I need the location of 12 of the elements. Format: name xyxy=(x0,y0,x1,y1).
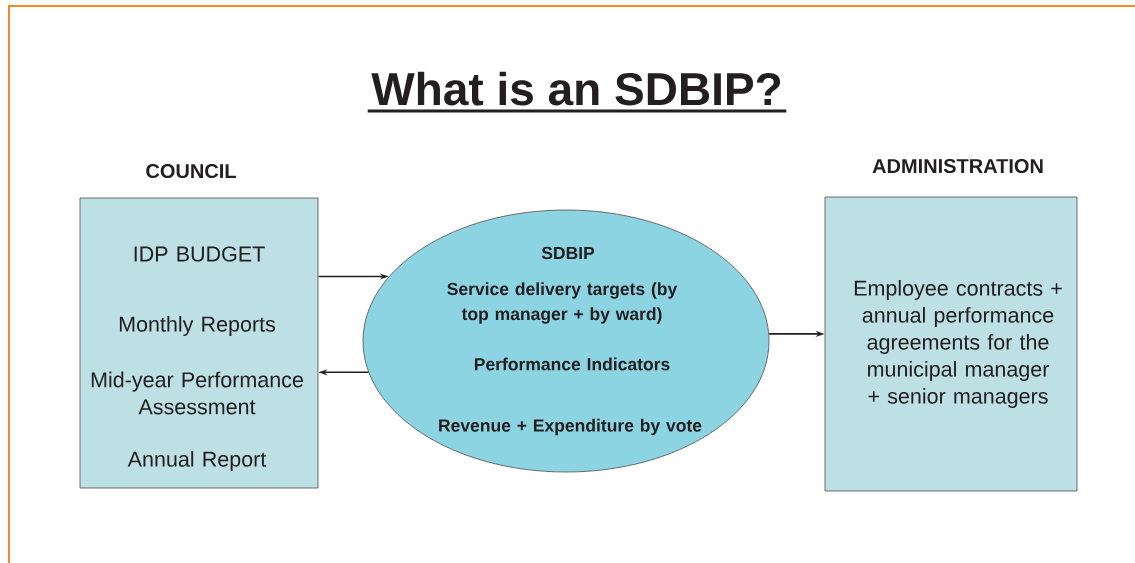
box-text: Monthly Reports xyxy=(119,316,276,337)
ellipse-text: Revenue + Expenditure by vote xyxy=(439,418,702,436)
ellipse-text: Performance Indicators xyxy=(474,357,670,371)
box-heading: COUNCIL xyxy=(146,163,236,179)
box-text: IDP BUDGET xyxy=(134,246,265,262)
ellipse-text: Service delivery targets (by top manager + by ward) xyxy=(447,282,678,324)
title: What is an SDBIP? xyxy=(371,71,781,106)
box-text: Mid-year Performance Assessment xyxy=(91,371,303,415)
box-heading: ADMINISTRATION xyxy=(872,158,1043,174)
box-text: Annual Report xyxy=(127,451,267,472)
ellipse-text: SDBIP xyxy=(541,246,595,260)
box-text: Employee contracts + annual performance agreements for the municipal manager + senior managers xyxy=(854,280,1062,409)
